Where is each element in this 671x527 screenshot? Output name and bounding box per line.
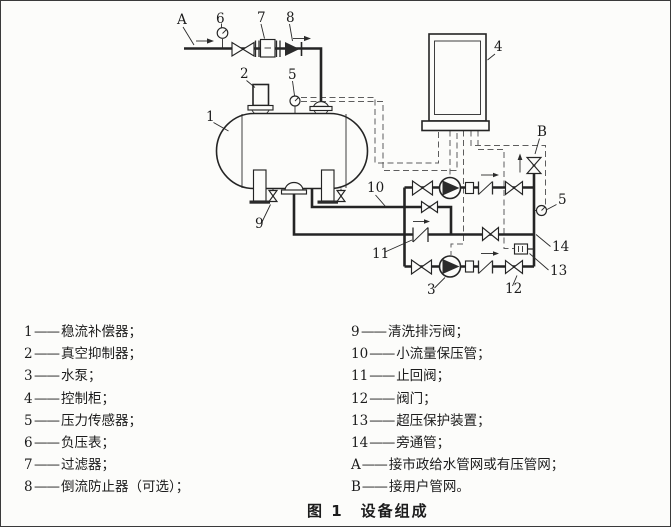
filter-icon <box>254 38 281 58</box>
label-B: B <box>537 124 547 140</box>
flow-arrow-icon <box>517 153 523 160</box>
gate-valve-icon <box>504 259 524 275</box>
legend-item: 10——小流量保压管； <box>351 346 491 363</box>
label-2: 2 <box>240 66 249 82</box>
legend-item: 5——压力传感器； <box>24 412 142 429</box>
inlet-piping <box>184 27 323 101</box>
label-12: 12 <box>505 281 522 297</box>
label-5b: 5 <box>558 192 567 208</box>
check-valve-icon <box>477 181 494 195</box>
drain-valve-icon <box>335 188 347 203</box>
label-13: 13 <box>550 263 567 279</box>
label-11: 11 <box>372 246 389 262</box>
overpressure-protection-icon <box>513 243 534 255</box>
backflow-preventer-icon <box>285 42 303 56</box>
gate-valve-icon <box>481 226 500 242</box>
legend-item: 1——稳流补偿器； <box>24 324 142 340</box>
label-5: 5 <box>288 67 297 83</box>
pump-icon <box>438 176 462 200</box>
legend-item: A——接市政给水管网或有压管网； <box>351 457 565 474</box>
flow-arrow-icon <box>207 38 214 44</box>
flexible-joint-icon <box>464 260 475 273</box>
outlet-valve-icon <box>525 156 543 175</box>
legend-item: 13——超压保护装置； <box>351 412 491 429</box>
legend-item: 2——真空抑制器； <box>24 346 142 363</box>
label-7: 7 <box>257 10 266 26</box>
legend-item: 11——止回阀； <box>351 368 451 385</box>
gate-valve-icon <box>420 200 439 214</box>
gate-valve-icon <box>410 258 433 276</box>
flow-arrow-icon <box>493 172 499 178</box>
legend-item: B——接用户管网。 <box>351 479 470 496</box>
tank-bottom-outlet <box>280 181 308 195</box>
vacuum-suppressor-icon <box>247 83 274 114</box>
legend-item: 12——阀门； <box>351 390 437 407</box>
control-cabinet <box>421 33 490 132</box>
equipment-diagram: .p3{stroke:#242424;stroke-width:2.6;fill… <box>176 10 569 298</box>
label-6: 6 <box>216 11 225 27</box>
legend-item: 14——旁通管； <box>351 435 451 452</box>
flow-arrow-icon <box>304 35 311 42</box>
suction-and-bypass-line <box>292 194 534 236</box>
gate-valve-icon <box>504 180 524 196</box>
leader-lines <box>182 23 557 289</box>
label-3: 3 <box>427 282 436 298</box>
vacuum-gauge-icon <box>216 27 229 49</box>
tank-leg <box>252 169 267 202</box>
legend-item: 9——清洗排污阀； <box>351 324 469 340</box>
legend-item: 4——控制柜； <box>24 390 115 407</box>
pressure-sensor-icon <box>534 204 548 217</box>
tank-steady-flow-compensator <box>215 83 369 204</box>
legend-item: 3——水泵； <box>24 368 102 385</box>
pump-icon <box>438 255 462 278</box>
diagram-labels: A 6 7 8 2 5 1 4 B 5 14 13 12 3 11 10 9 <box>176 10 569 298</box>
label-14: 14 <box>552 239 569 255</box>
tank-inlet-nozzle <box>309 101 333 114</box>
label-9: 9 <box>255 216 264 232</box>
legend-item: 6——负压表； <box>24 435 115 452</box>
label-1: 1 <box>206 109 215 125</box>
flexible-joint-icon <box>464 181 475 195</box>
flow-arrow-icon <box>493 251 499 256</box>
pressure-sensor-icon <box>289 95 301 114</box>
gate-valve-icon <box>411 179 434 197</box>
legend-left-column: 1——稳流补偿器； 2——真空抑制器； 3——水泵； 4——控制柜； 5——压力… <box>24 321 189 499</box>
check-valve-icon <box>477 260 494 274</box>
tank-leg-base <box>249 200 270 204</box>
drain-valve-icon <box>267 188 279 203</box>
control-wiring-dashed <box>301 97 546 255</box>
gate-valve-icon <box>231 41 255 58</box>
label-10: 10 <box>367 180 384 196</box>
legend-item: 8——倒流防止器（可选）； <box>24 479 190 496</box>
legend-right-column: 9——清洗排污阀； 10——小流量保压管； 11——止回阀； 12——阀门； 1… <box>351 321 564 499</box>
figure-caption: 图 1 设备组成 <box>307 502 429 520</box>
tank-leg <box>320 169 335 202</box>
check-valve-icon <box>412 227 429 243</box>
pressure-holding-line-10 <box>310 188 453 235</box>
label-8: 8 <box>286 10 295 26</box>
label-4: 4 <box>494 39 503 55</box>
tank-leg-base <box>317 200 338 204</box>
label-A: A <box>176 12 187 28</box>
legend-item: 7——过滤器； <box>24 457 115 474</box>
flow-arrow-icon <box>424 219 430 224</box>
